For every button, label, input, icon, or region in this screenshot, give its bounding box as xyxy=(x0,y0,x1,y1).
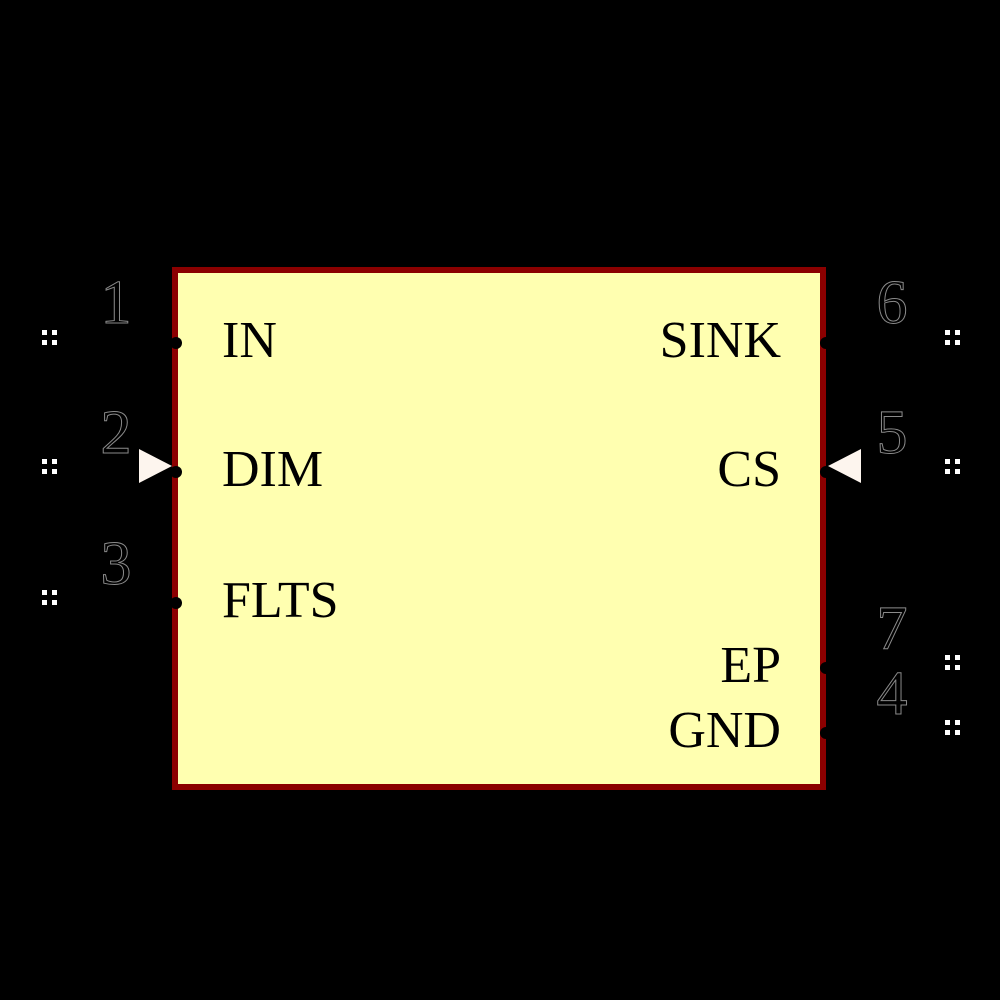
pin-number-4: 4 xyxy=(876,660,908,728)
pin-label-ep: EP xyxy=(720,637,781,694)
pin-endpoint-marker-4[interactable] xyxy=(945,720,960,735)
pin-label-sink: SINK xyxy=(659,312,781,369)
pin-label-gnd: GND xyxy=(668,702,781,759)
pin-label-dim: DIM xyxy=(222,441,324,498)
pin-connection-dot-1[interactable] xyxy=(170,337,182,349)
pin-input-arrow-5 xyxy=(828,449,861,483)
pin-number-2: 2 xyxy=(100,399,132,467)
component-body-rectangle[interactable] xyxy=(172,267,826,790)
pin-label-cs: CS xyxy=(717,441,781,498)
pin-number-7: 7 xyxy=(876,595,908,663)
pin-connection-dot-2[interactable] xyxy=(170,466,182,478)
pin-connection-dot-6[interactable] xyxy=(820,337,832,349)
pin-endpoint-marker-6[interactable] xyxy=(945,330,960,345)
pin-endpoint-marker-1[interactable] xyxy=(42,330,57,345)
pin-input-arrow-2 xyxy=(139,449,172,483)
pin-endpoint-marker-3[interactable] xyxy=(42,590,57,605)
pin-endpoint-marker-2[interactable] xyxy=(42,459,57,474)
pin-connection-dot-3[interactable] xyxy=(170,597,182,609)
pin-label-in: IN xyxy=(222,312,277,369)
pin-number-5: 5 xyxy=(876,399,908,467)
pin-connection-dot-4[interactable] xyxy=(820,727,832,739)
pin-endpoint-marker-7[interactable] xyxy=(945,655,960,670)
pin-label-flts: FLTS xyxy=(222,572,339,629)
pin-connection-dot-7[interactable] xyxy=(820,662,832,674)
pin-number-1: 1 xyxy=(100,269,132,337)
pin-endpoint-marker-5[interactable] xyxy=(945,459,960,474)
pin-number-6: 6 xyxy=(876,269,908,337)
pin-number-3: 3 xyxy=(100,530,132,598)
